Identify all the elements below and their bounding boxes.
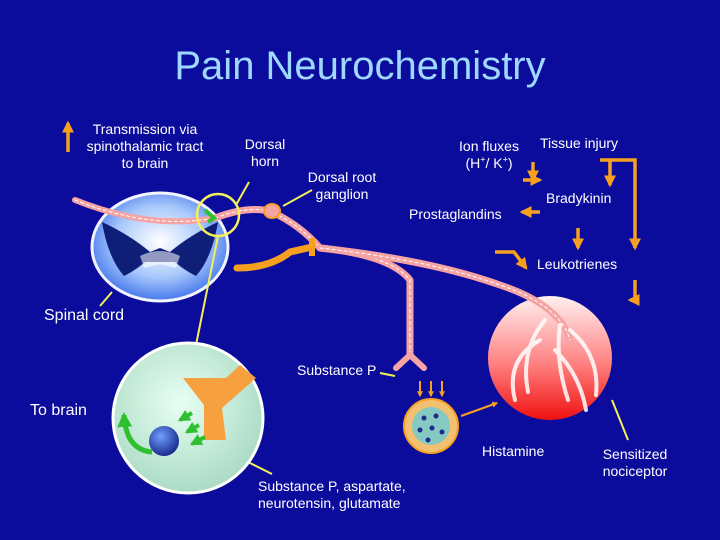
- mast-cell: [403, 381, 499, 454]
- label-leukotrienes: Leukotrienes: [537, 256, 618, 272]
- histamine-arrow: [460, 401, 499, 417]
- label-prostaglandins: Prostaglandins: [409, 206, 502, 222]
- to-brain-arrow: [117, 412, 153, 455]
- dorsal-root-ganglion: [263, 203, 281, 219]
- tissue-to-bradykinin-arrow: [600, 158, 616, 188]
- leukotrienes-to-nociceptor-arrow: [627, 280, 640, 306]
- spinal-gray-matter: [102, 222, 218, 276]
- label-to-brain: To brain: [30, 402, 87, 419]
- ion-fluxes-formula: (H+/ K+): [465, 154, 513, 171]
- label-neurotransmitters: Substance P, aspartate, neurotensin, glu…: [258, 478, 406, 511]
- mast-cell-granules: [417, 413, 445, 443]
- label-transmission: Transmission via spinothalamic tract to …: [86, 121, 204, 171]
- label-dorsal-horn: Dorsal horn: [244, 136, 286, 169]
- spinal-central-canal: [140, 251, 180, 268]
- label-ion-fluxes: Ion fluxes (H+/ K+): [452, 138, 526, 172]
- label-bradykinin: Bradykinin: [546, 190, 612, 206]
- neurotransmitter-arrows: [177, 409, 206, 446]
- label-sensitized-nociceptor: Sensitized nociceptor: [602, 446, 668, 479]
- slide-title: Pain Neurochemistry: [174, 44, 546, 88]
- label-tissue-injury: Tissue injury: [540, 135, 619, 151]
- substance-p-arrows: [417, 381, 445, 398]
- flow-arrows: [62, 120, 641, 306]
- postsynaptic-nucleus: [149, 426, 179, 456]
- label-substance-p: Substance P: [297, 362, 377, 378]
- peripheral-fiber-branch: [211, 206, 414, 359]
- label-spinal-cord: Spinal cord: [44, 307, 125, 324]
- fiber-terminal-fork: [393, 352, 427, 371]
- label-histamine: Histamine: [482, 443, 545, 459]
- synapse-enlargement: [111, 341, 265, 495]
- presynaptic-terminal: [183, 365, 256, 440]
- ventral-root: [233, 243, 316, 272]
- nociceptor-endings: [510, 318, 599, 412]
- tissue-to-right-arrow: [610, 158, 641, 251]
- nerve-fibers: [72, 197, 599, 412]
- label-dorsal-root-ganglion: Dorsal root ganglion: [307, 169, 377, 202]
- prostaglandins-to-leukotrienes-arrow: [495, 250, 528, 270]
- synapse-marker: [203, 208, 218, 224]
